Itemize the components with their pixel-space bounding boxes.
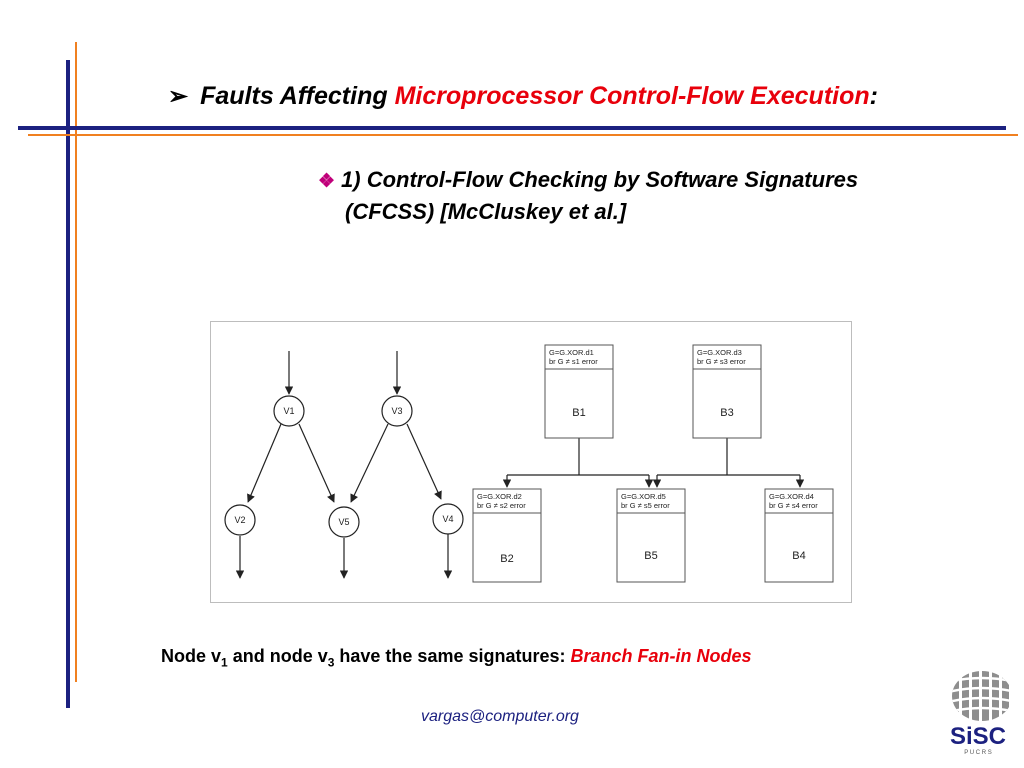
- caption-part1: Node v: [161, 646, 222, 666]
- block-b3-line2: br G ≠ s3 error: [697, 357, 746, 366]
- block-b2-line2: br G ≠ s2 error: [477, 501, 526, 510]
- left-navy-rule: [66, 60, 70, 708]
- subtitle-line1: 1) Control-Flow Checking by Software Sig…: [341, 167, 859, 192]
- node-v3: [381, 395, 413, 427]
- block-b1-line1: G=G.XOR.d1: [549, 348, 594, 357]
- block-b5-line2: br G ≠ s5 error: [621, 501, 670, 510]
- block-b2-label: B2: [500, 553, 513, 565]
- block-b5-line1: G=G.XOR.d5: [621, 492, 666, 501]
- block-b4-line2: br G ≠ s4 error: [769, 501, 818, 510]
- block-b5-label: B5: [644, 550, 657, 562]
- logo-text: SiSC: [950, 723, 1006, 750]
- top-navy-rule: [18, 126, 1006, 130]
- top-orange-rule: [28, 134, 1018, 136]
- caption-sub1: 1: [221, 655, 228, 670]
- block-b4-line1: G=G.XOR.d4: [769, 492, 814, 501]
- caption-part2: and node v: [227, 646, 328, 666]
- globe-icon: SiSC P U C R S: [950, 671, 1012, 756]
- block-b3-line1: G=G.XOR.d3: [697, 348, 742, 357]
- sisc-logo: SiSC P U C R S: [938, 664, 1018, 756]
- block-b4-label: B4: [792, 550, 805, 562]
- block-b5: [616, 488, 686, 583]
- title-prefix: Faults Affecting: [200, 82, 395, 110]
- subtitle-bullet: ❖1) Control-Flow Checking by Software Si…: [318, 165, 858, 227]
- block-b1-label: B1: [572, 407, 585, 419]
- title-highlight: Microprocessor Control-Flow Execution: [394, 82, 870, 110]
- subtitle-line2: (CFCSS) [McCluskey et al.]: [345, 199, 627, 224]
- node-v2: [224, 504, 256, 536]
- node-label-v1: V1: [283, 406, 294, 416]
- caption: Node v1 and node v3 have the same signat…: [161, 646, 752, 670]
- caption-highlight: Branch Fan-in Nodes: [570, 646, 752, 666]
- logo-subtext: P U C R S: [964, 750, 992, 756]
- footer-email: vargas@computer.org: [421, 708, 579, 725]
- node-v1: [273, 395, 305, 427]
- arrow-bullet-icon: ➢: [168, 83, 189, 110]
- node-v5: [328, 506, 360, 538]
- block-b1-line2: br G ≠ s1 error: [549, 357, 598, 366]
- block-b3: [692, 344, 762, 439]
- node-label-v4: V4: [442, 514, 453, 524]
- diamond-bullet-icon: ❖: [318, 171, 336, 192]
- block-b2-line1: G=G.XOR.d2: [477, 492, 522, 501]
- caption-part3: have the same signatures:: [334, 646, 571, 666]
- node-label-v2: V2: [234, 515, 245, 525]
- block-b2: [472, 488, 542, 583]
- left-orange-rule: [75, 42, 77, 682]
- slide-title: ➢ Faults Affecting Microprocessor Control…: [168, 82, 878, 111]
- node-label-v3: V3: [391, 406, 402, 416]
- block-b3-label: B3: [720, 407, 733, 419]
- block-b1: [544, 344, 614, 439]
- caption-sub2: 3: [327, 655, 335, 670]
- edge-v3-v5: [350, 423, 389, 503]
- edge-v1-v5: [298, 423, 335, 503]
- title-suffix: :: [869, 82, 878, 110]
- node-v4: [432, 503, 464, 535]
- block-b4: [764, 488, 834, 583]
- edge-v3-v4: [406, 423, 442, 500]
- cfcss-diagram: V1 V3 V2 V5 V4: [210, 321, 852, 603]
- diagram-svg: V1 V3 V2 V5 V4: [224, 344, 834, 583]
- edge-v1-v2: [247, 423, 282, 503]
- node-label-v5: V5: [338, 517, 349, 527]
